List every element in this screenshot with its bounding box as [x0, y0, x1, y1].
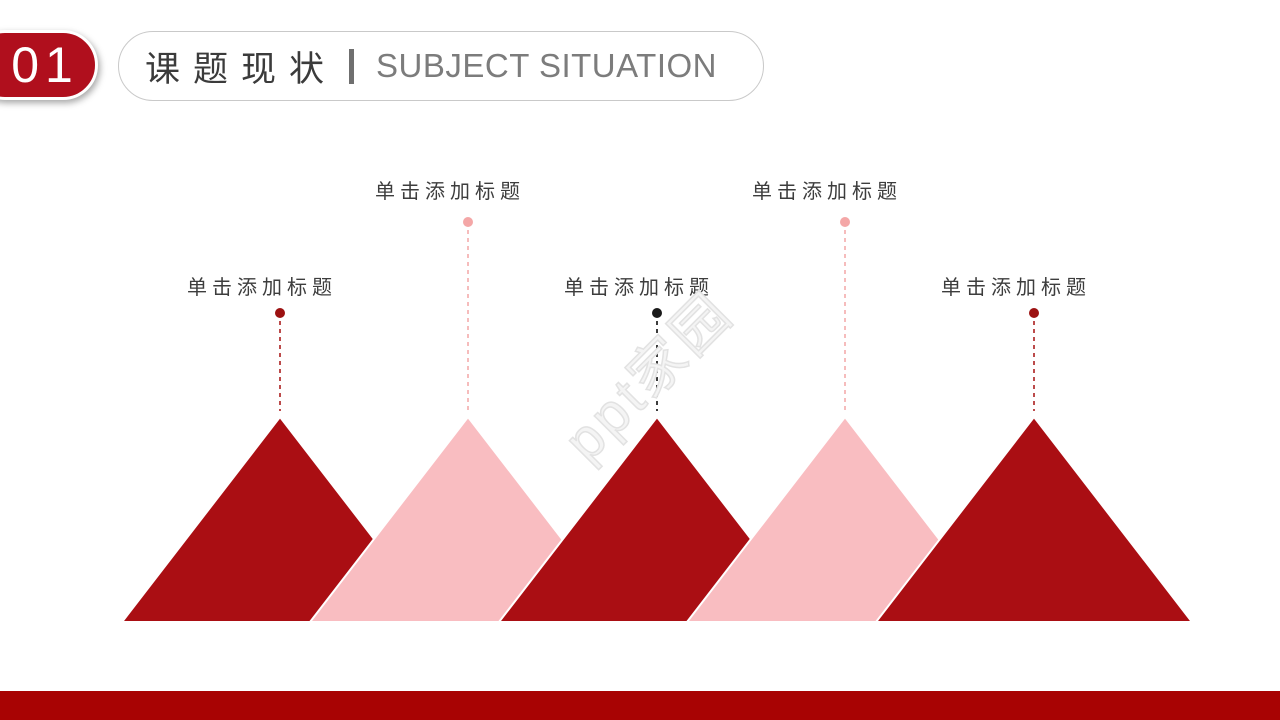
placeholder-title-5[interactable]: 单击添加标题 [941, 277, 1091, 299]
leader-dot-5 [1029, 308, 1039, 318]
placeholder-title-2[interactable]: 单击添加标题 [375, 181, 525, 203]
slide-title-pill: 课题现状 SUBJECT SITUATION [118, 31, 764, 101]
leader-dot-1 [275, 308, 285, 318]
footer-bar [0, 691, 1280, 720]
leader-dot-2 [463, 217, 473, 227]
leader-dot-4 [840, 217, 850, 227]
placeholder-title-1[interactable]: 单击添加标题 [187, 277, 337, 299]
slide-title-zh: 课题现状 [145, 49, 338, 89]
title-separator [349, 48, 355, 84]
leader-dot-3 [652, 308, 662, 318]
section-number: 01 [11, 37, 79, 93]
placeholder-title-4[interactable]: 单击添加标题 [752, 181, 902, 203]
section-number-badge: 01 [0, 30, 98, 100]
placeholder-title-3[interactable]: 单击添加标题 [564, 277, 714, 299]
slide-title-en: SUBJECT SITUATION [376, 47, 717, 84]
triangle-shape-5 [873, 415, 1195, 623]
